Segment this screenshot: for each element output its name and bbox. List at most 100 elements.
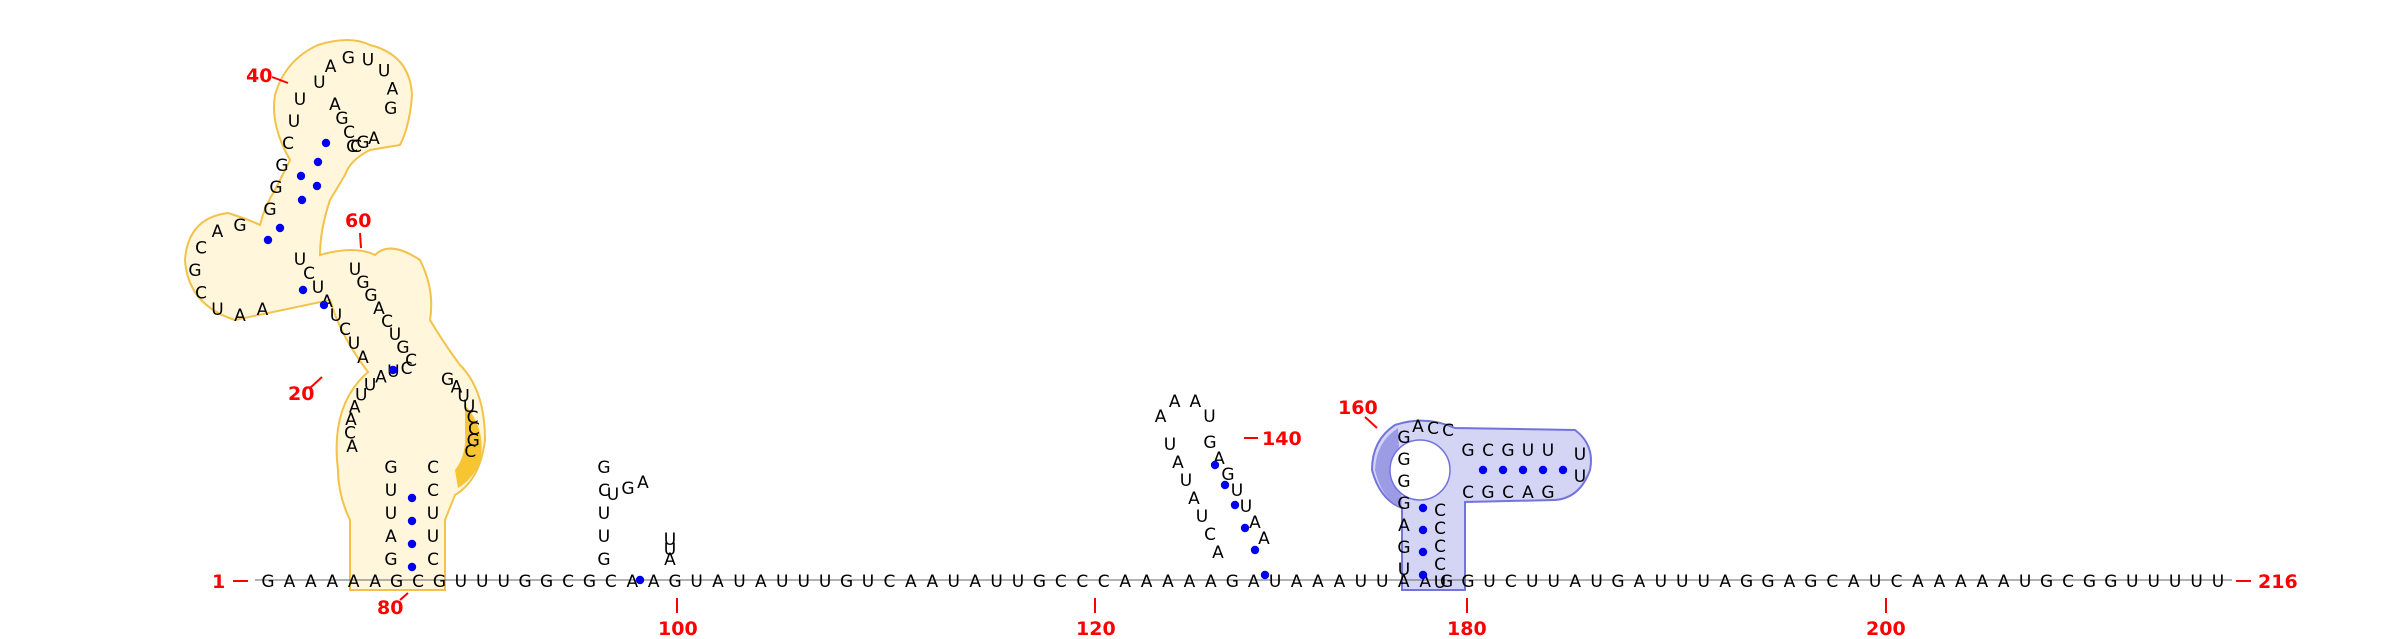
base-pair-dot <box>298 285 308 295</box>
sequence-nucleotide: U <box>1697 572 1709 592</box>
label-20: 20 <box>288 383 314 405</box>
yellow-nucleotide: A <box>325 57 337 77</box>
sequence-nucleotide: A <box>305 572 317 592</box>
position-labels: 1 216 20 40 60 80 100 120 140 160 180 20… <box>212 65 2298 639</box>
sequence-nucleotide: A <box>712 572 724 592</box>
sequence-nucleotide: A <box>755 572 767 592</box>
sequence-nucleotide: C <box>2062 572 2074 592</box>
sequence-nucleotide: A <box>1848 572 1860 592</box>
sequence-nucleotide: U <box>2190 572 2202 592</box>
yellow-nucleotide: U <box>362 50 374 70</box>
sequence-nucleotide: A <box>1184 572 1196 592</box>
sequence-nucleotide: A <box>1141 572 1153 592</box>
blue-nucleotide: G <box>1501 441 1514 461</box>
blue-highlight-region <box>1370 419 1592 591</box>
sequence-nucleotide: U <box>497 572 509 592</box>
yellow-nucleotide: A <box>212 222 224 242</box>
sequence-nucleotide: U <box>2019 572 2031 592</box>
tick-20 <box>309 376 323 389</box>
hairpin-nucleotide: A <box>1249 513 1261 533</box>
hairpin-nucleotide: A <box>1189 392 1201 412</box>
yellow-nucleotide: U <box>355 385 367 405</box>
sequence-nucleotide: A <box>926 572 938 592</box>
sequence-nucleotide: G <box>1461 572 1474 592</box>
yellow-nucleotide: U <box>312 278 324 298</box>
yellow-nucleotide: C <box>282 134 294 154</box>
sequence-nucleotide: A <box>1634 572 1646 592</box>
sequence-nucleotide: U <box>1355 572 1367 592</box>
sequence-nucleotide: A <box>369 572 381 592</box>
yellow-nucleotide: G <box>356 273 369 293</box>
sequence-nucleotide: C <box>1055 572 1067 592</box>
hairpin-nucleotide: A <box>1169 392 1181 412</box>
yellow-nucleotide: U <box>385 504 397 524</box>
hairpin-nucleotide: G <box>1221 465 1234 485</box>
sequence-nucleotide: C <box>1505 572 1517 592</box>
yellow-nucleotide: C <box>195 284 207 304</box>
sequence-nucleotide: A <box>1934 572 1946 592</box>
tick-80 <box>399 592 409 601</box>
yellow-nucleotide: A <box>329 95 341 115</box>
base-pair-dot <box>319 300 329 310</box>
yellow-nucleotide: U <box>288 112 300 132</box>
blue-nucleotide: G <box>1461 441 1474 461</box>
sequence-nucleotide: U <box>1012 572 1024 592</box>
sequence-nucleotide: A <box>1162 572 1174 592</box>
label-start: 1 <box>212 571 225 593</box>
blue-nucleotide: A <box>1412 417 1424 437</box>
small-loop-nucleotide: U <box>598 504 610 524</box>
base-pair-dot <box>1418 503 1428 513</box>
tick-160 <box>1364 416 1378 429</box>
base-pair-dot <box>1250 545 1260 555</box>
blue-nucleotide: C <box>1482 441 1494 461</box>
sequence-nucleotide: U <box>776 572 788 592</box>
yellow-nucleotide: C <box>401 359 413 379</box>
sequence-nucleotide: U <box>2212 572 2224 592</box>
sequence-nucleotide: C <box>412 572 424 592</box>
base-pair-dot <box>407 493 417 503</box>
yellow-nucleotide: A <box>257 300 269 320</box>
label-200: 200 <box>1866 618 1906 639</box>
small-loop-nucleotide: U <box>664 540 676 560</box>
base-pair-dot <box>275 223 285 233</box>
base-pair-dot <box>407 562 417 572</box>
base-pair-dot <box>1478 465 1488 475</box>
base-pair-dot <box>296 171 306 181</box>
yellow-nucleotide: G <box>467 431 480 451</box>
blue-nucleotide: U <box>1522 441 1534 461</box>
sequence-nucleotide: G <box>2040 572 2053 592</box>
blue-nucleotide: G <box>1541 483 1554 503</box>
sequence-nucleotide: U <box>1676 572 1688 592</box>
yellow-nucleotide: U <box>364 375 376 395</box>
base-pair-dot <box>635 575 645 585</box>
sequence-nucleotide: C <box>1076 572 1088 592</box>
sequence-nucleotide: C <box>1098 572 1110 592</box>
label-160: 160 <box>1338 397 1378 419</box>
yellow-nucleotide: C <box>343 123 355 143</box>
blue-nucleotide: G <box>1397 428 1410 448</box>
small-loop-nucleotide: U <box>664 530 676 550</box>
base-pair-dot <box>1538 465 1548 475</box>
sequence-nucleotide: G <box>261 572 274 592</box>
sequence-nucleotide: U <box>733 572 745 592</box>
yellow-nucleotide: U <box>330 306 342 326</box>
yellow-arm-nucleotides: GAUUGCUUCCACAAUUAUCGAUUCCGCUCUAUCUAUGGAC… <box>188 49 480 570</box>
base-pair-dot <box>321 138 331 148</box>
blue-nucleotide: G <box>1397 494 1410 514</box>
base-pair-dot <box>313 157 323 167</box>
sequence-nucleotide: U <box>476 572 488 592</box>
blue-nucleotide: C <box>1434 519 1446 539</box>
label-120: 120 <box>1076 618 1116 639</box>
sequence-nucleotide: A <box>348 572 360 592</box>
yellow-nucleotide: U <box>211 300 223 320</box>
sequence-nucleotide: G <box>1804 572 1817 592</box>
yellow-nucleotide: G <box>384 458 397 478</box>
hairpin-nucleotide: A <box>1172 453 1184 473</box>
base-pair-dot <box>1240 523 1250 533</box>
yellow-nucleotide: C <box>381 312 393 332</box>
sequence-nucleotide: C <box>1891 572 1903 592</box>
sequence-nucleotide: C <box>1826 572 1838 592</box>
sequence-nucleotide: C <box>562 572 574 592</box>
